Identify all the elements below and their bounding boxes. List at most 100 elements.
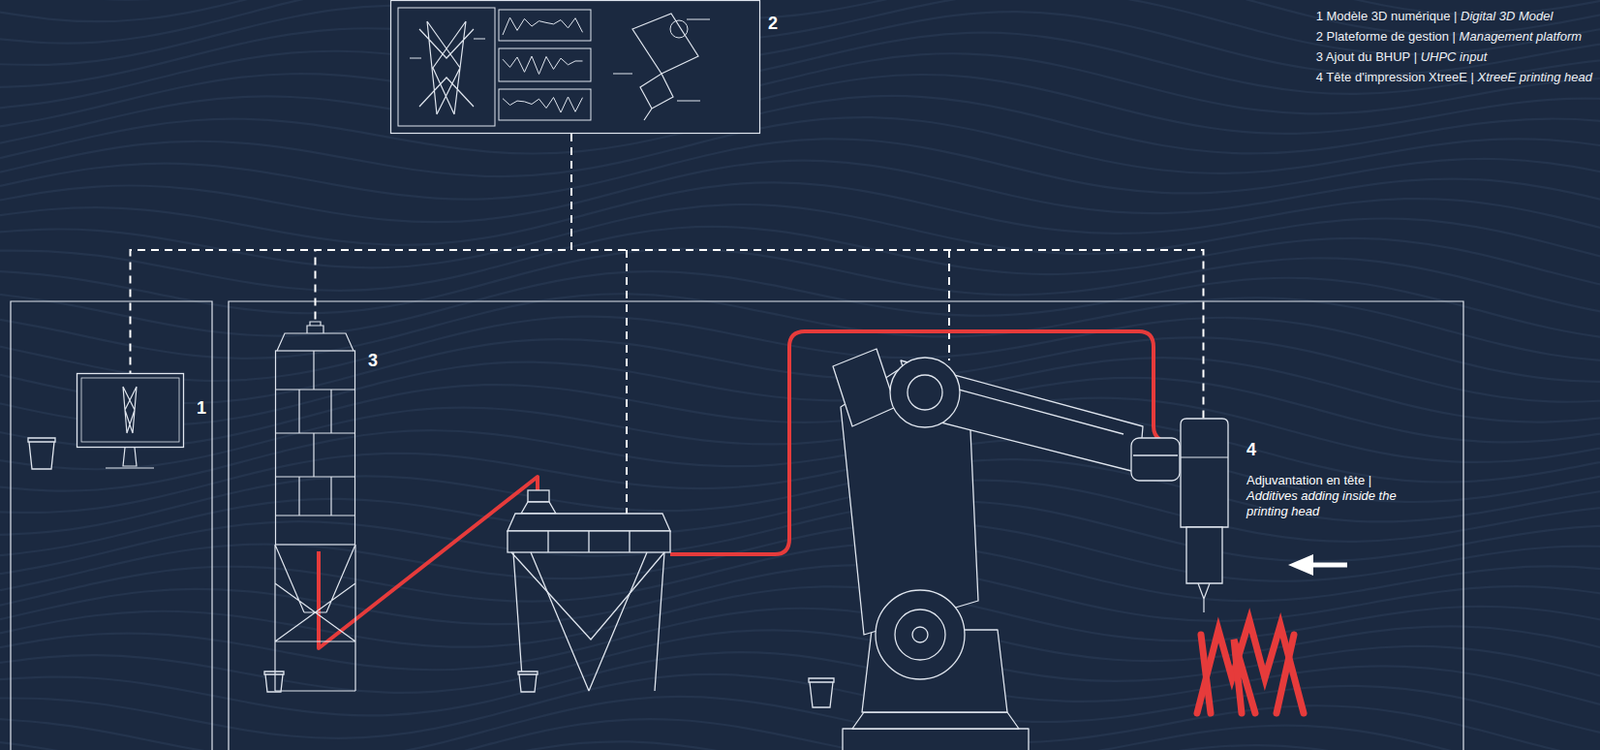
mixer-body <box>548 530 630 553</box>
texture-line <box>0 543 1600 606</box>
head-sketch <box>632 13 699 121</box>
mixer-body <box>507 530 671 553</box>
monitor-screen <box>77 373 185 448</box>
node-shape <box>76 372 185 480</box>
uhpc-silo: 3 <box>275 321 356 691</box>
robot-counterweight <box>832 348 896 427</box>
chart-panel <box>498 89 591 121</box>
texture-line <box>0 608 1600 671</box>
node-shape <box>390 0 761 134</box>
robot-joint <box>912 626 928 643</box>
management-platform: 2 <box>390 0 761 134</box>
silo-cap <box>307 321 324 334</box>
bucket <box>808 677 834 708</box>
texture-line <box>0 398 1600 470</box>
robot-arm <box>832 348 1180 750</box>
texture-line <box>0 74 1600 144</box>
control-link <box>130 133 573 373</box>
texture-line <box>0 564 1600 624</box>
texture-line <box>0 0 1600 65</box>
monitor-stand <box>105 447 154 468</box>
texture-line <box>0 585 1600 647</box>
texture-line <box>0 357 1600 426</box>
monitor-screen <box>81 377 180 442</box>
printed-object <box>1197 619 1304 713</box>
additive-arrow <box>1309 562 1348 568</box>
printed-lattice <box>1200 634 1294 713</box>
silo-panels <box>275 350 356 516</box>
printed-lattice <box>1197 619 1304 713</box>
robot-base <box>852 711 1019 729</box>
robot-joint <box>894 609 946 660</box>
texture-line <box>0 740 1600 750</box>
texture-line <box>0 522 1600 590</box>
callout-number: 2 <box>768 13 778 34</box>
chart-line <box>502 56 584 74</box>
control-link <box>315 133 573 322</box>
platform-frame <box>391 0 761 134</box>
callout-number: 4 <box>1246 439 1257 461</box>
material-flow <box>318 331 1179 648</box>
control-link <box>625 249 628 520</box>
robot-elbow <box>890 357 960 428</box>
control-link <box>571 133 1204 419</box>
head-sketch <box>670 20 688 38</box>
head-body <box>1186 526 1223 584</box>
callout-leader <box>613 19 710 101</box>
silo-frame <box>275 544 356 691</box>
silo-body <box>276 350 356 545</box>
printing-head: 4Adjuvantation en tête | Additives addin… <box>1178 418 1229 613</box>
mixer <box>507 490 671 691</box>
texture-line <box>0 204 1600 268</box>
texture-line <box>0 651 1600 715</box>
legend-list: 1 Modèle 3D numérique | Digital 3D Model… <box>1316 5 1593 88</box>
robot-wrist <box>1133 454 1178 456</box>
texture-line <box>0 0 1600 44</box>
texture-line <box>0 293 1600 362</box>
texture-line <box>0 160 1600 222</box>
node-shape <box>275 321 356 691</box>
chart-line <box>502 17 584 35</box>
head-body <box>1180 418 1229 527</box>
texture-line <box>0 138 1600 199</box>
mixer-top <box>507 513 671 531</box>
texture-line <box>0 377 1600 448</box>
key-entry: 3 Ajout du BHUP | UHPC input <box>1316 46 1593 67</box>
texture-line <box>0 95 1600 158</box>
additive-buckets <box>28 437 834 708</box>
callout-leader <box>409 38 486 59</box>
zone-frames <box>10 301 1464 750</box>
digital-model-monitor: 1 <box>76 372 185 480</box>
robot-joint <box>875 589 965 679</box>
bucket <box>518 671 538 692</box>
bucket <box>28 437 56 469</box>
texture-line <box>0 718 1600 750</box>
head-nozzle <box>1180 457 1229 613</box>
robot-elbow <box>907 374 943 410</box>
chart-panel <box>498 48 591 82</box>
texture-line <box>0 696 1600 750</box>
callout-number: 1 <box>196 398 207 419</box>
mixer-inlet <box>527 490 550 502</box>
texture-line <box>0 117 1600 177</box>
additive-arrow <box>1288 553 1314 576</box>
chart-panel <box>498 9 591 41</box>
chart-line <box>502 96 584 113</box>
model-sketch <box>419 21 474 115</box>
silo-roof <box>276 333 354 351</box>
control-link <box>948 249 951 361</box>
node-shape <box>1178 418 1229 613</box>
annotation: Adjuvantation en tête | Additives adding… <box>1246 472 1407 520</box>
key-entry: 1 Modèle 3D numérique | Digital 3D Model <box>1316 5 1593 27</box>
factory-zone <box>228 301 1464 750</box>
key-entry: 4 Tête d'impression XtreeE | XtreeE prin… <box>1316 66 1593 88</box>
mixer-legs <box>513 552 665 691</box>
bucket <box>264 671 284 692</box>
model-view <box>398 7 495 126</box>
office-zone <box>10 301 213 750</box>
